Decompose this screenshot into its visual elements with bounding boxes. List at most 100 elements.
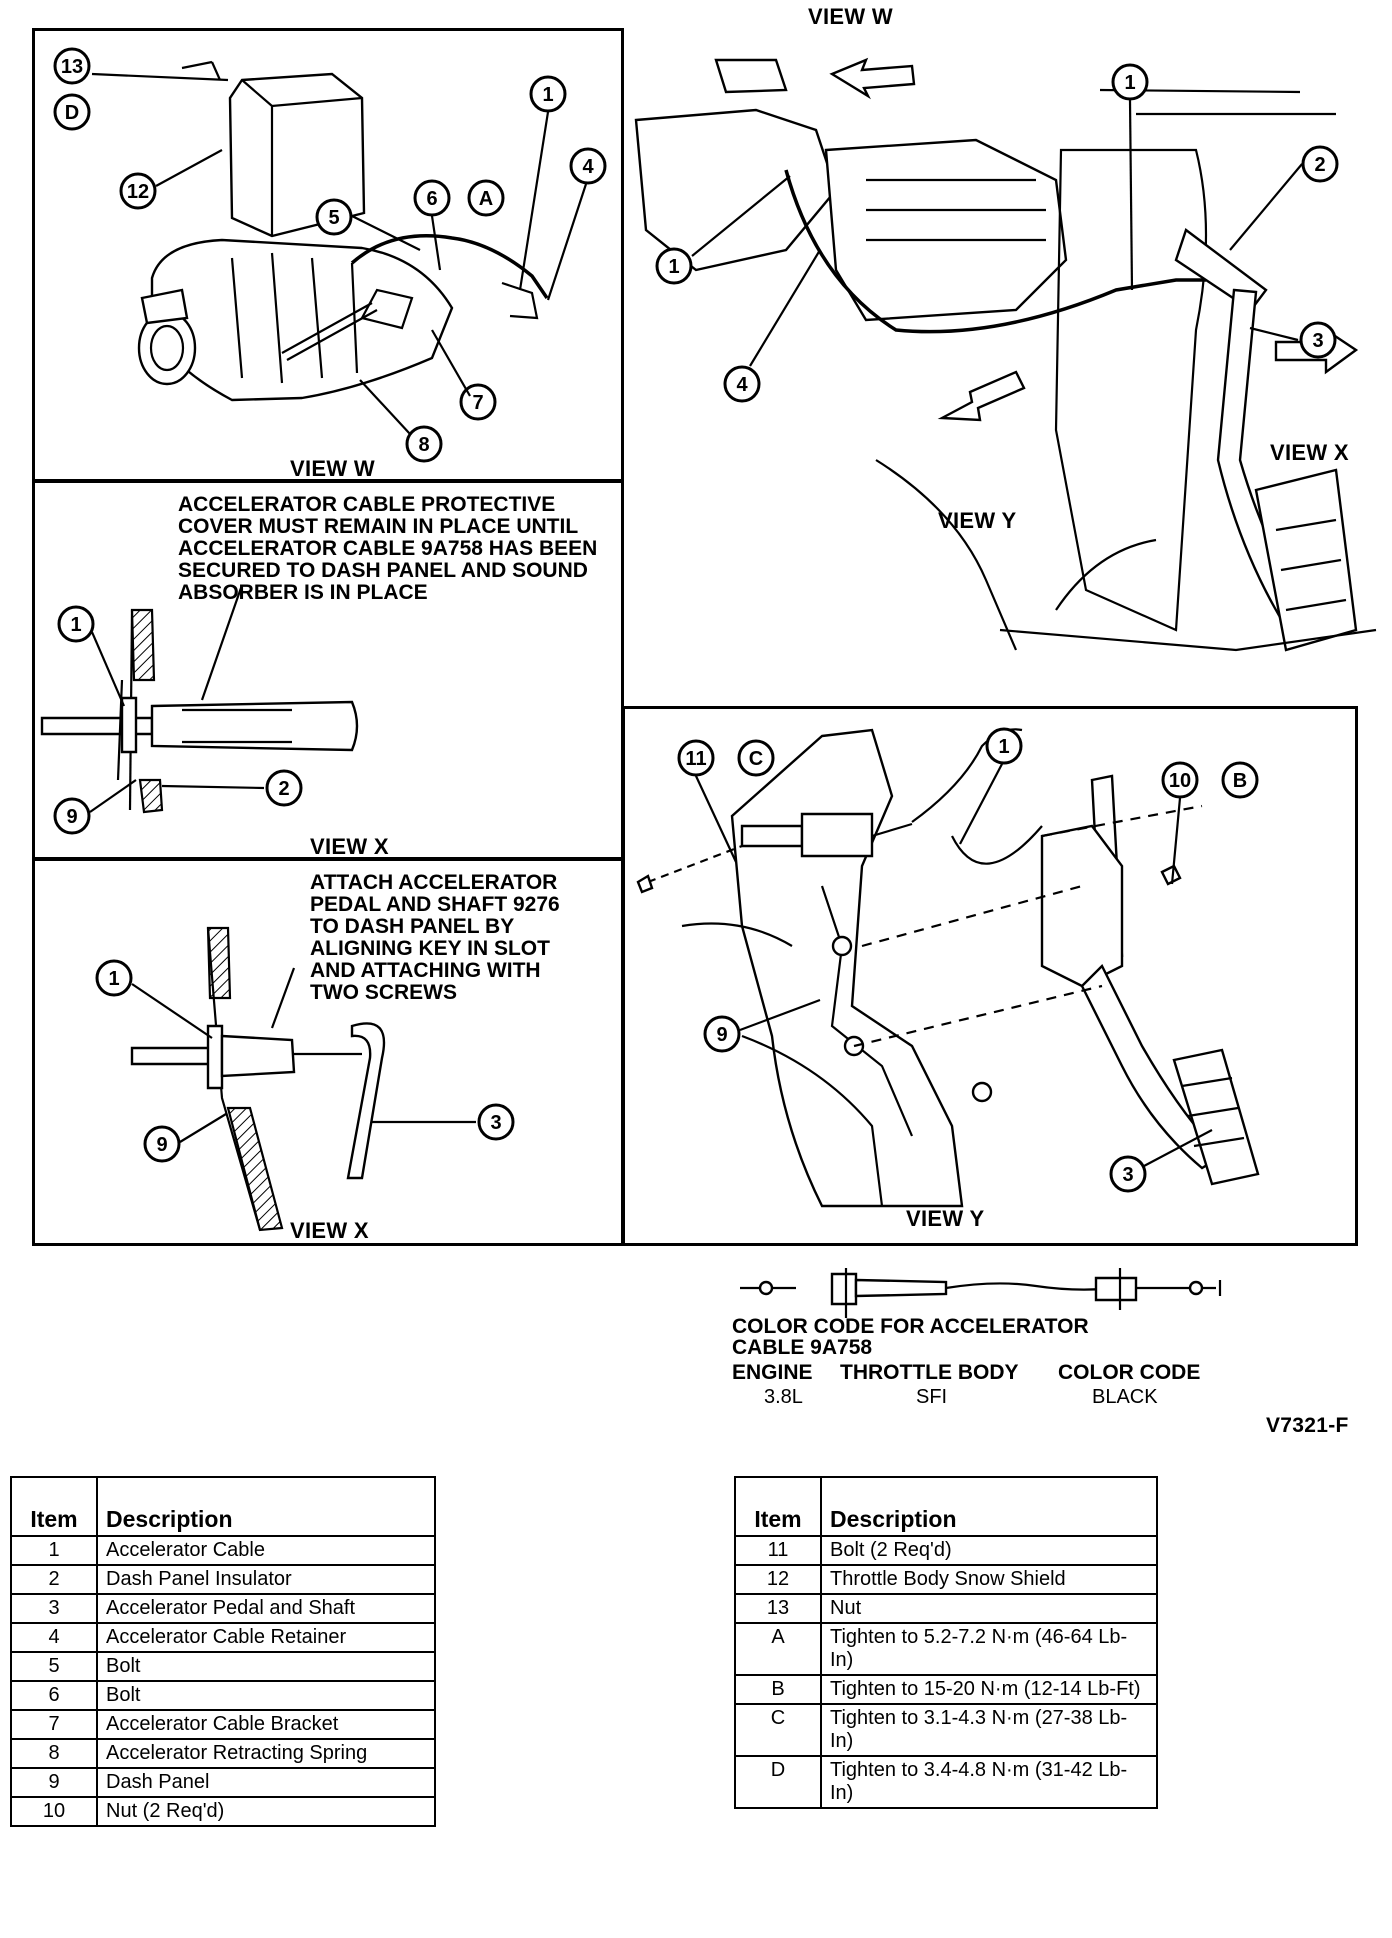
callout-11: 11 <box>677 739 715 777</box>
callout-1-view-y-text: 1 <box>998 736 1009 758</box>
color-code-header-throttle-body: THROTTLE BODY <box>840 1361 1019 1384</box>
color-code-header-color-code: COLOR CODE <box>1058 1361 1201 1384</box>
protective-cover-note-line-4: SECURED TO DASH PANEL AND SOUND <box>178 559 588 582</box>
item-number: D <box>734 1755 822 1809</box>
callout-4-overview-text: 4 <box>736 374 748 396</box>
item-number: 7 <box>10 1709 98 1740</box>
item-description: Dash Panel <box>96 1767 436 1798</box>
callout-6: 6 <box>413 179 451 217</box>
view-y-panel-label: VIEW Y <box>906 1206 985 1231</box>
attach-pedal-note-line-1: ATTACH ACCELERATOR <box>310 871 558 894</box>
callout-1-overview-left-text: 1 <box>668 256 679 278</box>
item-description: Tighten to 3.4-4.8 N·m (31-42 Lb-In) <box>820 1755 1158 1809</box>
callout-1-view-x-middle-text: 1 <box>70 614 81 636</box>
callout-A-text: A <box>479 188 493 210</box>
callout-2-overview-text: 2 <box>1314 154 1325 176</box>
callout-12-text: 12 <box>127 181 149 203</box>
view-x-middle-label: VIEW X <box>310 834 389 859</box>
callout-2-view-x-middle: 2 <box>265 769 303 807</box>
callout-6-text: 6 <box>426 188 437 210</box>
item-number: 3 <box>10 1593 98 1624</box>
view-w-panel-label: VIEW W <box>290 456 375 481</box>
color-code-title-line-1: COLOR CODE FOR ACCELERATOR <box>732 1315 1089 1338</box>
callout-7-text: 7 <box>472 392 483 414</box>
callout-C-text: C <box>749 748 763 770</box>
attach-pedal-note: ATTACH ACCELERATOR PEDAL AND SHAFT 9276 … <box>310 872 560 1004</box>
item-number: 11 <box>734 1535 822 1566</box>
view-w-top-label: VIEW W <box>808 4 893 29</box>
attach-pedal-note-line-6: TWO SCREWS <box>310 981 457 1004</box>
item-number: 12 <box>734 1564 822 1595</box>
callout-9-view-x-middle-text: 9 <box>66 806 77 828</box>
attach-pedal-note-line-3: TO DASH PANEL BY <box>310 915 515 938</box>
view-y-overview-label: VIEW Y <box>938 508 1017 533</box>
callout-1-overview-top: 1 <box>1111 63 1149 101</box>
item-number: 6 <box>10 1680 98 1711</box>
color-code-title-line-2: CABLE 9A758 <box>732 1336 873 1359</box>
callout-1-overview-top-text: 1 <box>1124 72 1135 94</box>
callout-1-view-x-bottom-text: 1 <box>108 968 119 990</box>
item-number: 9 <box>10 1767 98 1798</box>
color-code-value-throttle-body: SFI <box>916 1386 948 1408</box>
item-description: Tighten to 15-20 N·m (12-14 Lb-Ft) <box>820 1674 1158 1705</box>
callout-8-text: 8 <box>418 434 429 456</box>
attach-pedal-note-line-5: AND ATTACHING WITH <box>310 959 541 982</box>
callout-B: B <box>1221 761 1259 799</box>
item-number: 4 <box>10 1622 98 1653</box>
callout-5: 5 <box>315 198 353 236</box>
callout-12: 12 <box>119 172 157 210</box>
view-x-overview-label: VIEW X <box>1270 440 1349 465</box>
attach-pedal-note-line-2: PEDAL AND SHAFT 9276 <box>310 893 560 916</box>
color-code-value-color-code: BLACK <box>1092 1386 1158 1408</box>
item-number: A <box>734 1622 822 1676</box>
callout-3-overview: 3 <box>1299 321 1337 359</box>
assembly-overview-drawing <box>634 57 1377 652</box>
item-description: Accelerator Retracting Spring <box>96 1738 436 1769</box>
callout-3-view-x-bottom-text: 3 <box>490 1112 501 1134</box>
view-x-bottom-label: VIEW X <box>290 1218 369 1243</box>
callout-3-view-y-text: 3 <box>1122 1164 1133 1186</box>
item-table-right-header-item: Item <box>734 1476 822 1537</box>
item-table-left-header-item: Item <box>10 1476 98 1537</box>
item-description: Nut <box>820 1593 1158 1624</box>
item-number: 8 <box>10 1738 98 1769</box>
item-description: Accelerator Pedal and Shaft <box>96 1593 436 1624</box>
item-number: 10 <box>10 1796 98 1827</box>
item-description: Accelerator Cable <box>96 1535 436 1566</box>
callout-10-text: 10 <box>1169 770 1191 792</box>
item-number: B <box>734 1674 822 1705</box>
callout-B-text: B <box>1233 770 1247 792</box>
view-y-drawing <box>636 728 1260 1208</box>
item-number: C <box>734 1703 822 1757</box>
callout-2-overview: 2 <box>1301 145 1339 183</box>
callout-D: D <box>53 93 91 131</box>
item-table-right-header-description: Description <box>820 1476 1158 1537</box>
callout-9-view-x-middle: 9 <box>53 797 91 835</box>
callout-13-text: 13 <box>61 56 83 78</box>
item-number: 5 <box>10 1651 98 1682</box>
callout-8: 8 <box>405 425 443 463</box>
callout-9-view-y-text: 9 <box>716 1024 727 1046</box>
color-code-value-engine: 3.8L <box>764 1386 803 1408</box>
callout-5-text: 5 <box>328 207 339 229</box>
item-description: Throttle Body Snow Shield <box>820 1564 1158 1595</box>
